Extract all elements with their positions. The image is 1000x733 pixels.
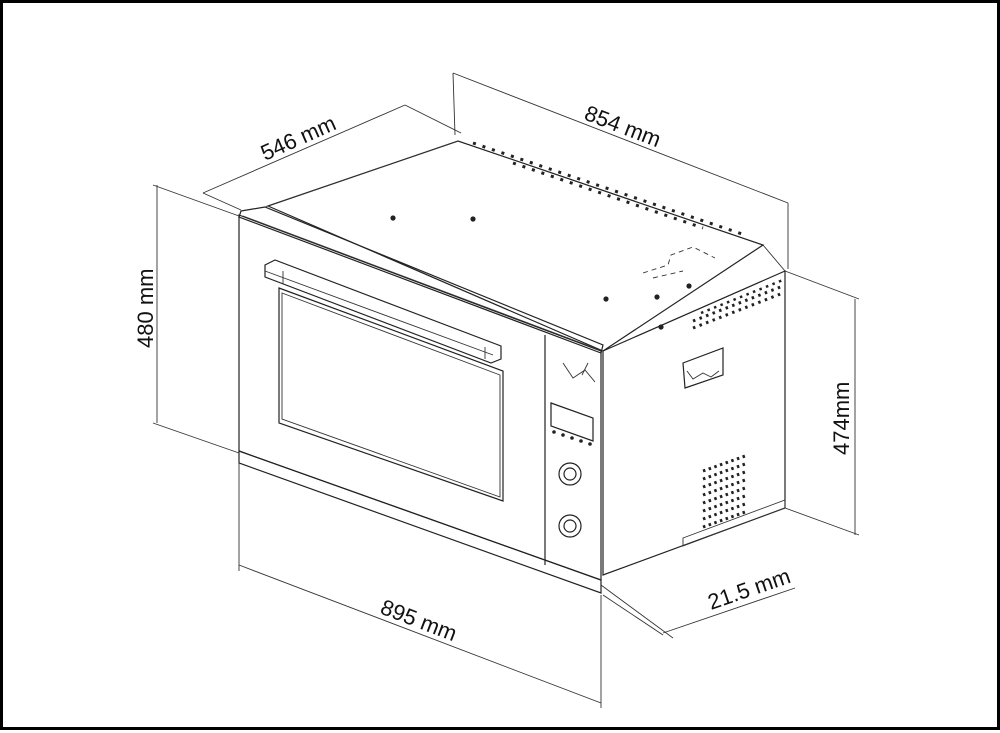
- side-bottom-rail: [682, 499, 786, 547]
- control-knob-bottom: [558, 514, 582, 538]
- top-width-dimension: 854 mm: [452, 72, 789, 269]
- panel-offset-dimension: 21.5 mm: [600, 563, 796, 639]
- front-height-dimension: 480 mm: [133, 184, 240, 454]
- side-height-dimension: 474mm: [784, 270, 860, 536]
- top-mount-holes: [390, 215, 692, 330]
- oven-side-face: [602, 270, 786, 576]
- top-dashed-bracket: [642, 246, 716, 279]
- depth-dimension-label: 546 mm: [257, 110, 340, 165]
- oven-door-window: [278, 287, 504, 502]
- side-vent-dots: [692, 278, 784, 330]
- depth-dimension: 546 mm: [202, 104, 462, 211]
- oven-drawing: 546 mm 854 mm 480 mm 474mm 21.5 mm 895 m…: [133, 72, 860, 708]
- front-height-dimension-label: 480 mm: [133, 269, 158, 348]
- oven-bottom-plinth: [238, 450, 602, 594]
- top-vent-slots: [472, 141, 746, 237]
- oven-door-handle: [264, 259, 502, 364]
- side-height-dimension-label: 474mm: [829, 382, 854, 455]
- display-screen: [550, 402, 594, 442]
- side-carry-handle: [682, 347, 724, 389]
- control-knob-top: [558, 462, 582, 486]
- oven-top-trim: [238, 206, 604, 354]
- control-panel: [550, 362, 596, 538]
- front-width-dimension: 895 mm: [238, 463, 602, 708]
- front-width-dimension-label: 895 mm: [377, 594, 460, 646]
- top-width-dimension-label: 854 mm: [581, 100, 664, 152]
- side-vent-grille: [702, 453, 749, 529]
- touch-buttons: [552, 430, 592, 446]
- panel-offset-dimension-label: 21.5 mm: [704, 563, 793, 615]
